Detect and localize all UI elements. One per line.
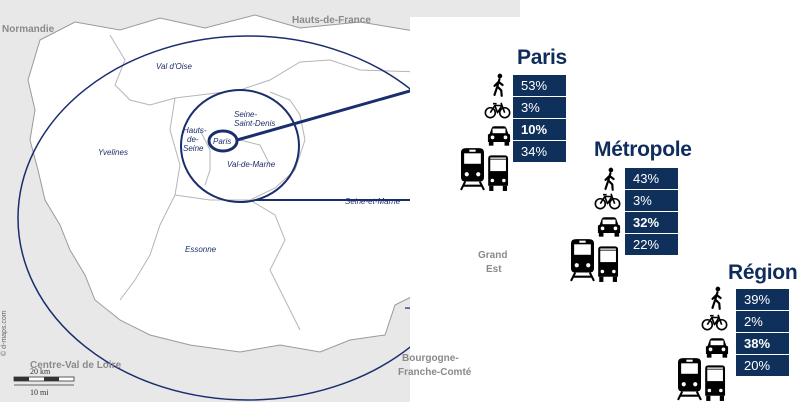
stat-metropole-walk: 43%	[625, 168, 678, 190]
stats-metropole: 43% 3% 32% 22%	[625, 168, 678, 256]
label-paris-dept: Paris	[213, 137, 232, 146]
bicycle-icon	[484, 101, 511, 119]
pedestrian-icon	[601, 167, 619, 191]
car-icon	[597, 216, 621, 237]
stat-paris-car: 10%	[513, 119, 566, 141]
label-franche-comte: Franche-Comté	[398, 367, 472, 378]
label-grand-est-1: Grand	[478, 250, 508, 261]
panel-title-metropole: Métropole	[594, 138, 692, 161]
panel-title-paris: Paris	[517, 46, 567, 69]
stat-region-bike: 2%	[736, 311, 789, 333]
label-centre: Centre-Val de Loire	[30, 360, 122, 371]
label-normandie: Normandie	[2, 24, 55, 35]
label-val-doise: Val d'Oise	[156, 62, 192, 71]
label-bourgogne: Bourgogne-	[402, 353, 459, 364]
paris-ellipse	[207, 129, 239, 153]
ile-de-france-region	[27, 14, 481, 353]
stat-region-car: 38%	[736, 333, 789, 355]
metropole-ellipse	[180, 89, 300, 203]
stat-paris-transit: 34%	[513, 141, 566, 163]
stat-metropole-bike: 3%	[625, 190, 678, 212]
label-hauts-de-seine-2: de-	[187, 135, 199, 144]
scale-km-label: 20 km	[30, 367, 51, 376]
pedestrian-icon	[490, 73, 508, 97]
stat-region-transit: 20%	[736, 355, 789, 377]
panel-title-region: Région	[728, 261, 798, 284]
label-grand-est-2: Est	[486, 264, 502, 275]
train-bus-icon	[456, 146, 512, 192]
stat-metropole-transit: 22%	[625, 234, 678, 256]
scale-mi-label: 10 mi	[30, 388, 49, 397]
label-hauts-de-france: Hauts-de-France	[292, 15, 371, 26]
label-val-de-marne: Val-de-Marne	[227, 160, 276, 169]
label-yvelines: Yvelines	[98, 148, 128, 157]
label-hauts-de-seine-3: Seine	[183, 144, 204, 153]
train-bus-icon	[673, 356, 729, 402]
bicycle-icon	[701, 313, 728, 331]
label-seine-saint-denis-2: Saint-Denis	[234, 119, 276, 128]
label-seine-saint-denis-1: Seine-	[234, 110, 258, 119]
map-credit: © d-maps.com	[1, 310, 8, 356]
train-bus-icon	[566, 237, 622, 283]
stats-region: 39% 2% 38% 20%	[736, 289, 789, 377]
scale-bar	[13, 376, 75, 386]
label-essonne: Essonne	[185, 245, 217, 254]
car-icon	[487, 125, 511, 146]
stat-paris-walk: 53%	[513, 75, 566, 97]
stat-region-walk: 39%	[736, 289, 789, 311]
stat-paris-bike: 3%	[513, 97, 566, 119]
pedestrian-icon	[708, 286, 726, 310]
car-icon	[705, 337, 729, 358]
bicycle-icon	[594, 192, 621, 210]
stat-metropole-car: 32%	[625, 212, 678, 234]
label-seine-et-marne: Seine-et-Marne	[345, 197, 401, 206]
stats-paris: 53% 3% 10% 34%	[513, 75, 566, 163]
label-hauts-de-seine-1: Hauts-	[183, 126, 207, 135]
